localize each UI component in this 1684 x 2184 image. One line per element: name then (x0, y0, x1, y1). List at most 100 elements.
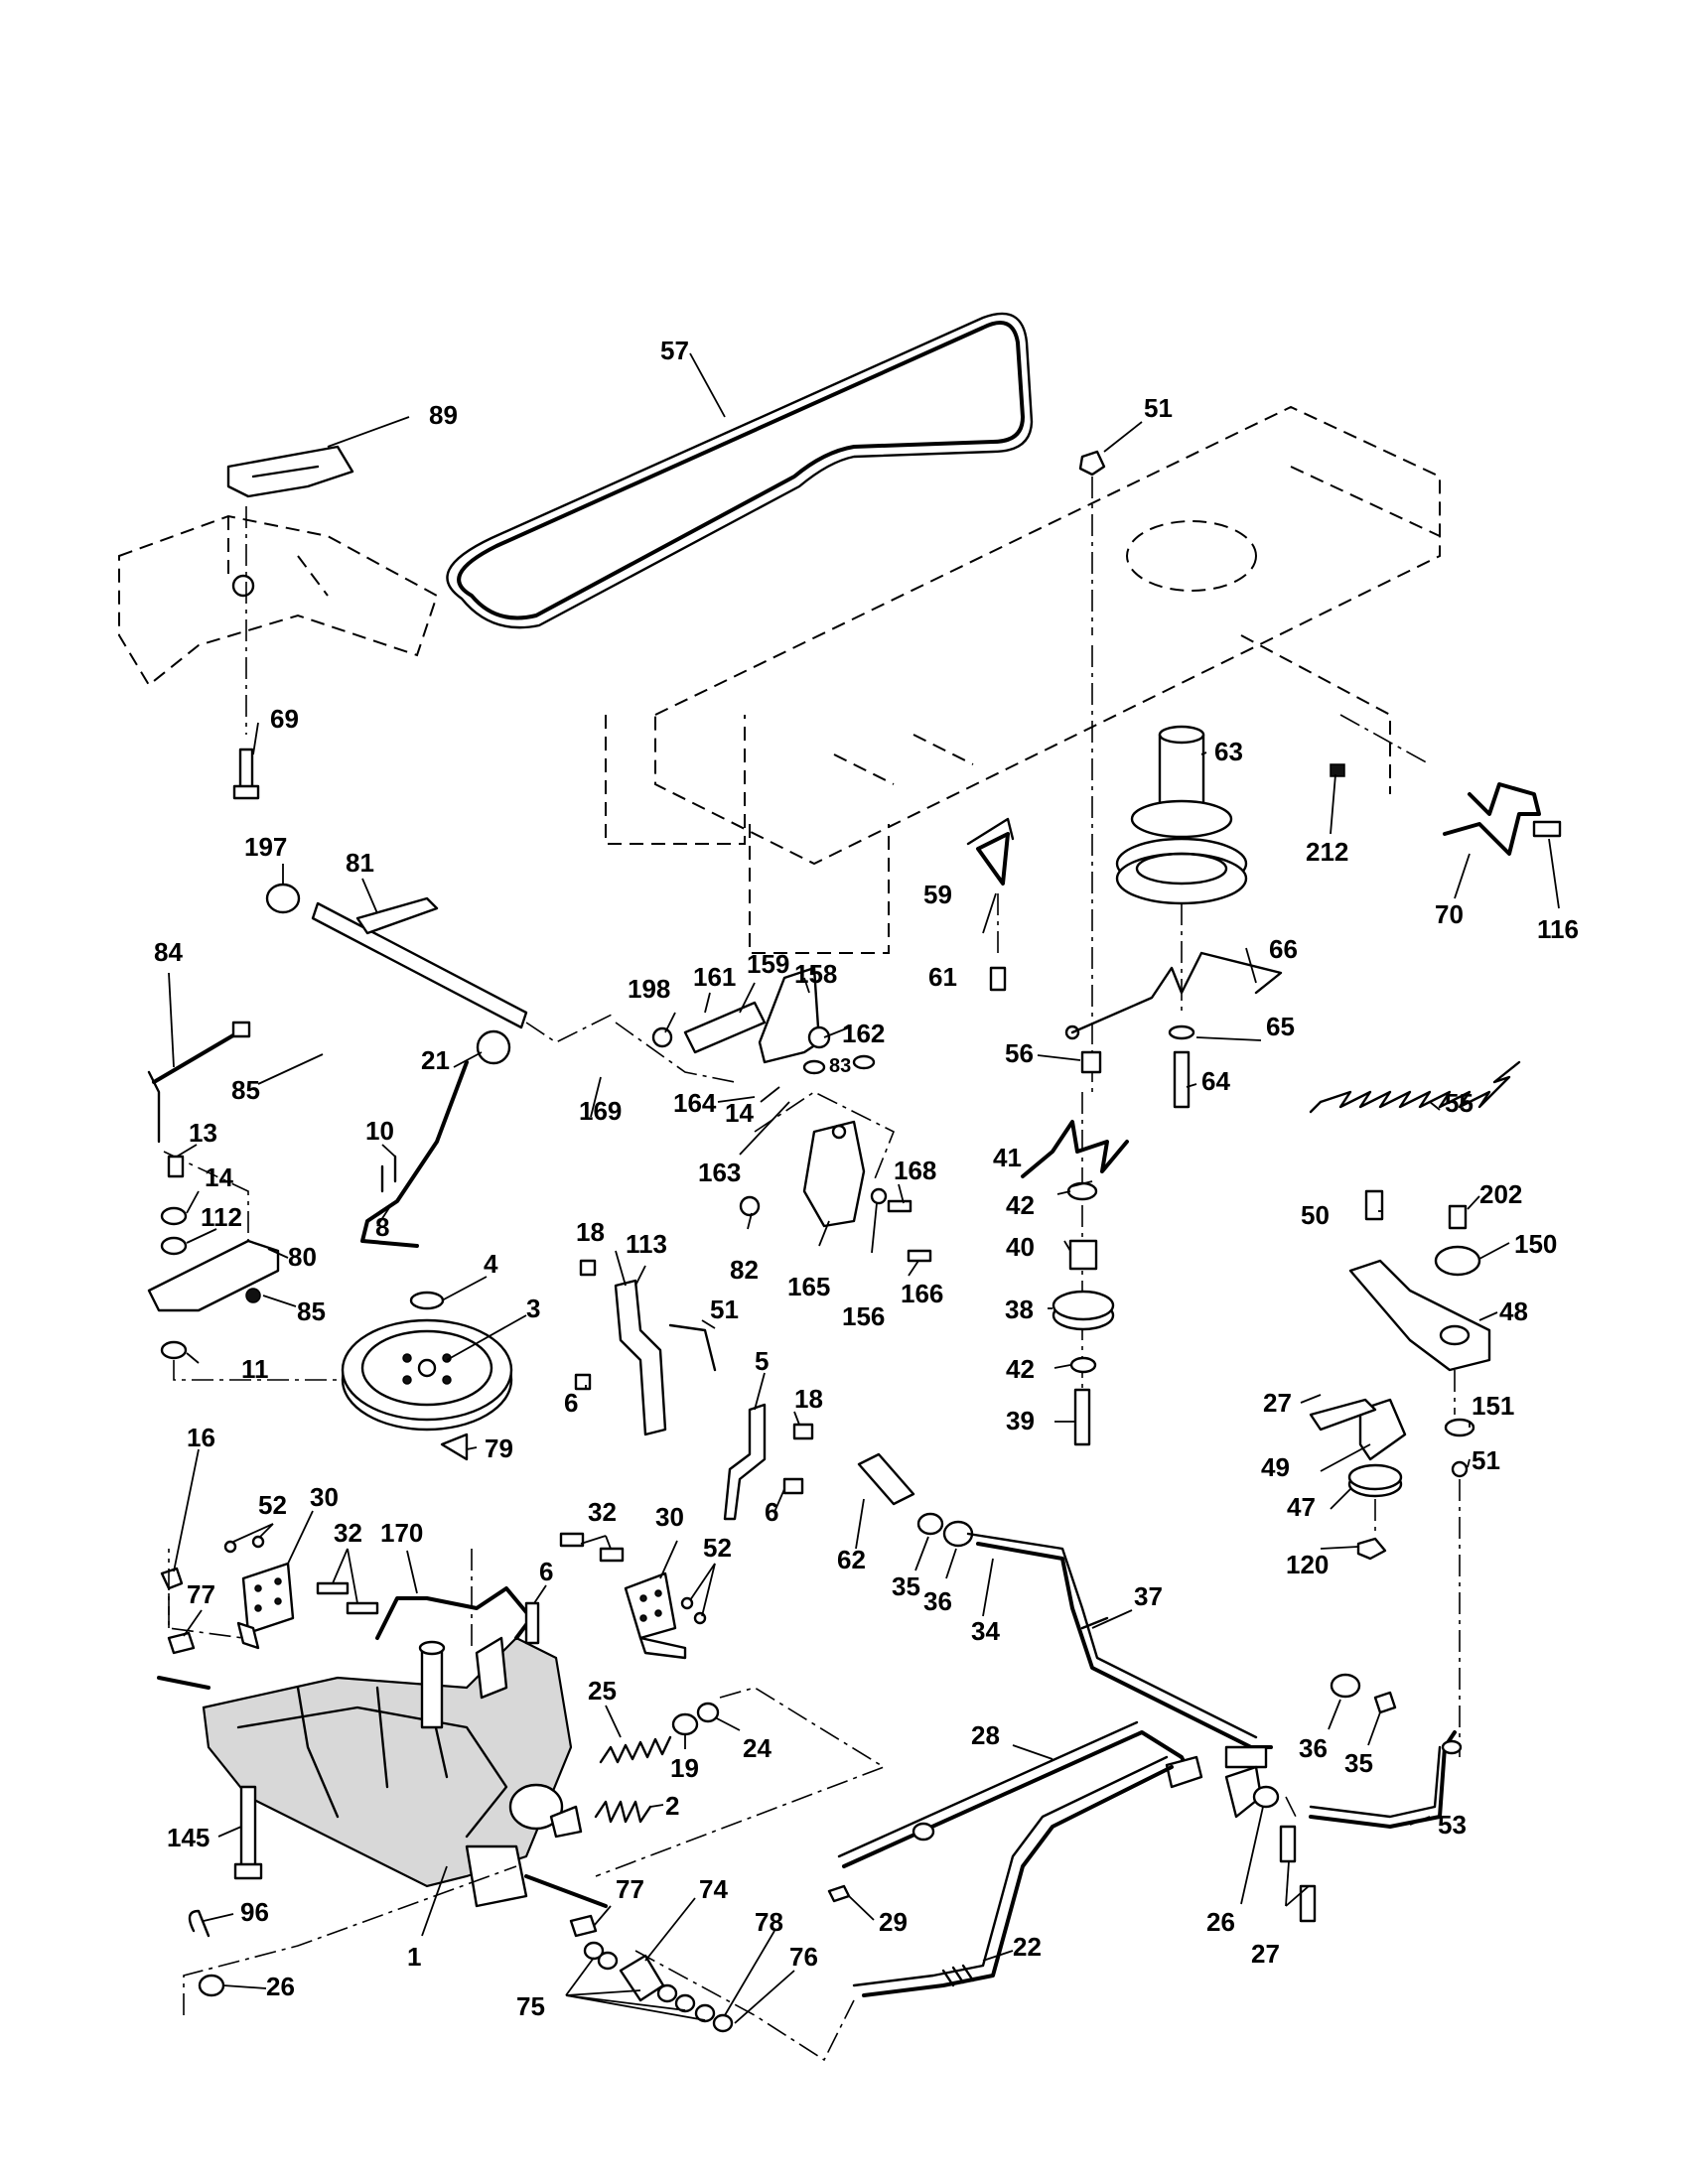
label-76: 76 (789, 1942, 818, 1972)
label-168: 168 (894, 1156, 936, 1185)
washer-26-right (1224, 1765, 1317, 1923)
label-120: 120 (1286, 1550, 1329, 1579)
label-83: 83 (829, 1055, 851, 1077)
label-170: 170 (380, 1518, 423, 1548)
rear-plate (118, 514, 439, 687)
chassis-frame (605, 405, 1441, 954)
label-18-left: 18 (576, 1217, 605, 1247)
label-61: 61 (928, 962, 957, 992)
rod-28 (827, 1720, 1203, 1903)
label-84: 84 (154, 937, 183, 967)
label-66: 66 (1269, 934, 1298, 964)
label-74: 74 (699, 1874, 728, 1904)
bracket-48 (1309, 1189, 1491, 1757)
label-30-left: 30 (310, 1482, 339, 1512)
label-39: 39 (1006, 1406, 1035, 1435)
label-113: 113 (626, 1229, 667, 1259)
drive-belt (446, 312, 1034, 629)
label-163: 163 (698, 1158, 741, 1187)
label-62: 62 (837, 1545, 866, 1574)
bolt-56 (1080, 645, 1102, 1092)
shaft-81 (265, 883, 617, 1043)
label-63: 63 (1214, 737, 1243, 766)
label-16: 16 (187, 1423, 215, 1452)
label-11: 11 (241, 1354, 269, 1384)
label-21: 21 (421, 1045, 450, 1075)
label-78: 78 (755, 1907, 783, 1937)
label-27-upper: 27 (1263, 1388, 1292, 1418)
label-32-left: 32 (334, 1518, 362, 1548)
label-166: 166 (901, 1279, 943, 1308)
label-41: 41 (993, 1143, 1022, 1172)
label-14-center: 14 (725, 1098, 754, 1128)
label-162: 162 (842, 1019, 885, 1048)
label-52-left: 52 (258, 1490, 287, 1520)
label-150: 150 (1514, 1229, 1557, 1259)
label-13: 13 (189, 1118, 217, 1148)
label-24: 24 (743, 1733, 772, 1763)
label-47: 47 (1287, 1492, 1316, 1522)
label-79: 79 (485, 1433, 513, 1463)
bracket-80 (147, 1155, 478, 1411)
label-57: 57 (660, 336, 689, 365)
label-36-center: 36 (923, 1586, 952, 1616)
label-69: 69 (270, 704, 299, 734)
label-6-upper: 6 (564, 1388, 578, 1418)
spring-55 (1309, 1060, 1521, 1114)
label-82: 82 (730, 1255, 759, 1285)
key-77 (167, 1631, 598, 1938)
part-labels: 57 89 51 69 197 81 63 212 70 116 59 61 6… (154, 336, 1579, 2021)
label-51-center: 51 (710, 1295, 739, 1324)
washers-83 (802, 1054, 876, 1075)
label-212: 212 (1306, 837, 1348, 867)
transaxle-1 (157, 1636, 608, 1908)
label-164: 164 (673, 1088, 717, 1118)
bracket-89 (226, 445, 354, 498)
label-51-right: 51 (1472, 1445, 1500, 1475)
label-22: 22 (1013, 1932, 1042, 1962)
spring-clip-70 (1339, 714, 1562, 856)
bracket-159 (615, 966, 932, 1263)
label-198: 198 (628, 974, 670, 1004)
label-77-left: 77 (187, 1579, 215, 1609)
label-28: 28 (971, 1720, 1000, 1750)
label-158: 158 (794, 959, 837, 989)
label-112: 112 (201, 1202, 242, 1232)
label-96: 96 (240, 1897, 269, 1927)
label-59: 59 (923, 880, 952, 909)
bracket-30-right (559, 1532, 707, 1660)
label-27-lower: 27 (1251, 1939, 1280, 1969)
clip-59 (966, 817, 1015, 992)
label-3: 3 (526, 1294, 540, 1323)
label-29: 29 (879, 1907, 908, 1937)
bracket-113 (574, 1259, 717, 1436)
rod-34 (857, 1452, 1273, 1769)
label-42-lower: 42 (1006, 1354, 1035, 1384)
label-145: 145 (167, 1823, 210, 1852)
label-25: 25 (588, 1676, 617, 1706)
label-35-center: 35 (892, 1571, 920, 1601)
label-37: 37 (1134, 1581, 1163, 1611)
handle-84 (147, 1021, 251, 1261)
bracket-5 (723, 1403, 814, 1521)
label-8: 8 (375, 1212, 389, 1242)
label-161: 161 (693, 962, 736, 992)
label-34: 34 (971, 1616, 1000, 1646)
label-197: 197 (244, 832, 287, 862)
label-75: 75 (516, 1991, 545, 2021)
label-10: 10 (365, 1116, 394, 1146)
label-42-upper: 42 (1006, 1190, 1035, 1220)
label-85-upper: 85 (231, 1075, 260, 1105)
label-30-right: 30 (655, 1502, 684, 1532)
bracket-30-left (160, 1535, 379, 1650)
label-19: 19 (670, 1753, 699, 1783)
label-18-right: 18 (794, 1384, 823, 1414)
label-64: 64 (1201, 1066, 1230, 1096)
bolt-69 (232, 506, 260, 800)
label-89: 89 (429, 400, 458, 430)
nut-212 (1330, 763, 1345, 777)
pulley-63 (1115, 725, 1248, 1109)
rod-170 (375, 1549, 540, 1648)
leader-lines (168, 352, 1560, 2024)
rod-66 (1064, 951, 1283, 1040)
